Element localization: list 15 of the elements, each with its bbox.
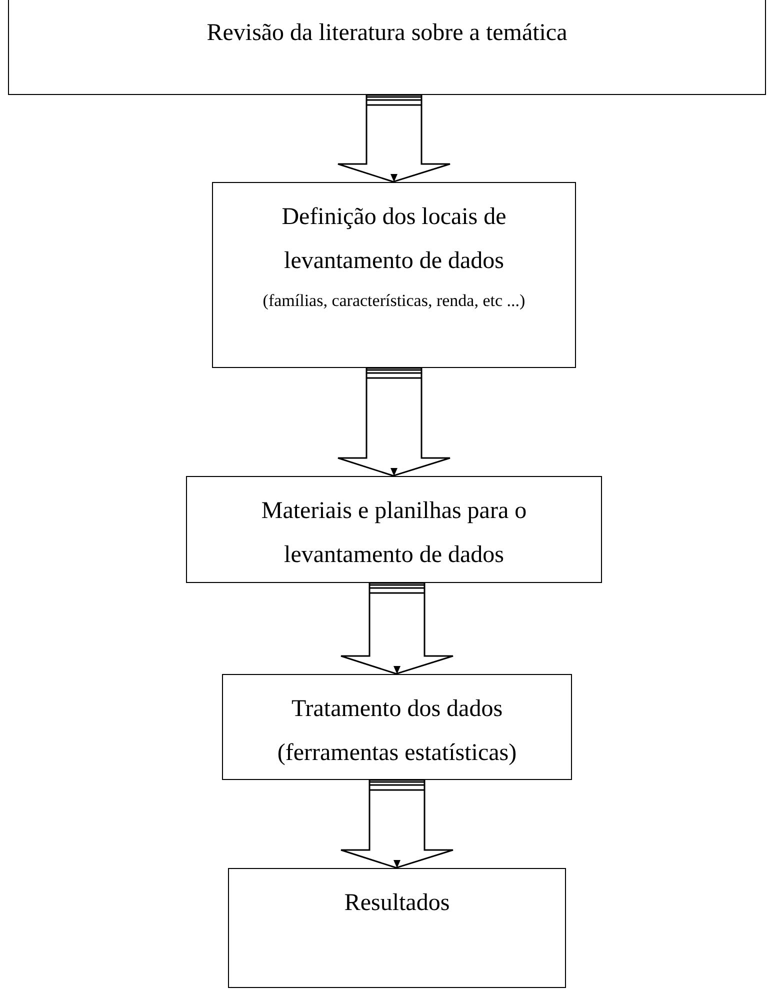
- step-label: Definição dos locais de levantamento de dados: [280, 203, 508, 276]
- step-label: Resultados: [344, 889, 450, 918]
- process-box: [228, 868, 566, 988]
- process-box: [212, 182, 576, 368]
- step-note: (famílias, características, renda, etc ...): [262, 290, 526, 312]
- block-arrow: [337, 94, 451, 183]
- block-arrow: [337, 367, 451, 477]
- block-arrow: [340, 779, 454, 869]
- step-label: Revisão da literatura sobre a temática: [206, 19, 568, 48]
- step-label: Tratamento dos dados (ferramentas estatísticas): [276, 695, 518, 768]
- block-arrow: [340, 582, 454, 675]
- process-box: [8, 0, 766, 95]
- process-box: [222, 674, 572, 780]
- step-label: Materiais e planilhas para o levantamento de dados: [260, 497, 528, 570]
- process-box: [186, 476, 602, 583]
